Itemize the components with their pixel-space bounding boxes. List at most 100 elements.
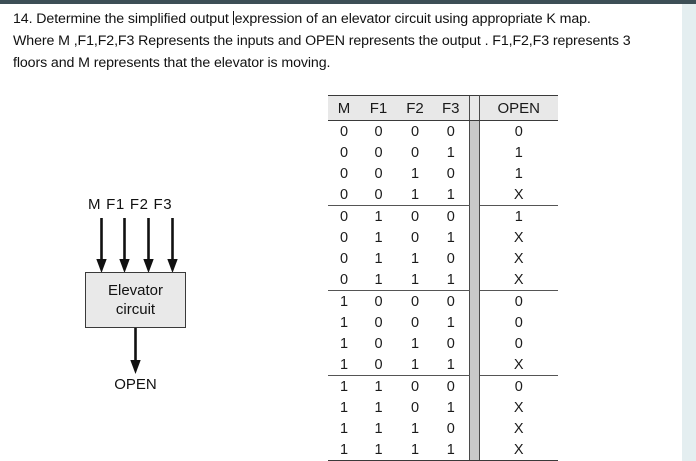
cell-divider: [468, 439, 480, 461]
cell-divider: [468, 120, 480, 142]
cell-f3: 0: [446, 293, 455, 310]
question-line-1-pre-caret: 14. Determine the simplified output: [13, 11, 233, 27]
cell-m: 0: [339, 250, 349, 267]
cell-f3: 0: [446, 378, 455, 395]
cell-divider: [468, 184, 480, 206]
cell-f3: 1: [433, 439, 469, 461]
col-header-f1: F1: [360, 95, 397, 121]
cell-f1: 0: [374, 144, 383, 161]
cell-divider: [468, 397, 480, 418]
cell-f3: 0: [446, 165, 455, 182]
cell-open: X: [513, 229, 524, 246]
output-arrow-open-icon: [130, 328, 141, 374]
cell-divider: [468, 418, 480, 439]
cell-m: 0: [339, 165, 349, 182]
cell-f3: 0: [446, 123, 455, 140]
page-sheet: [0, 4, 682, 461]
cell-open: 0: [514, 123, 523, 140]
cell-f1: 0: [374, 165, 383, 182]
cell-f3: 1: [433, 184, 469, 206]
cell-f2: 0: [410, 123, 420, 140]
question-line-2: Where M ,F1,F2,F3 Represents the inputs …: [13, 33, 631, 49]
input-label-f2: F2: [129, 196, 149, 213]
question-text: 14. Determine the simplified output expr…: [13, 8, 671, 74]
cell-f1: 1: [360, 269, 397, 291]
cell-f2: 1: [397, 184, 433, 206]
cell-divider: [468, 227, 480, 248]
cell-open: X: [513, 399, 524, 416]
right-margin-strip: [682, 4, 696, 461]
cell-open: 0: [514, 293, 523, 310]
cell-m: 0: [339, 208, 349, 225]
cell-divider: [468, 142, 480, 163]
top-chrome-bar: [0, 0, 696, 4]
cell-open: X: [513, 420, 524, 437]
cell-f1: 1: [374, 250, 383, 267]
diagram-output-label: OPEN: [114, 376, 157, 393]
cell-f2: 0: [410, 399, 420, 416]
cell-open: 0: [514, 314, 523, 331]
cell-f1: 0: [374, 314, 383, 331]
cell-open: 0: [514, 378, 523, 395]
cell-f1: 1: [360, 439, 397, 461]
input-label-f3: F3: [153, 196, 173, 213]
cell-f2: 0: [410, 144, 420, 161]
input-arrow-f1-icon: [119, 218, 130, 273]
cell-m: 0: [339, 123, 349, 140]
cell-f3: 0: [446, 420, 455, 437]
col-header-f3: F3: [433, 95, 469, 121]
cell-m: 1: [328, 439, 360, 461]
cell-f1: 0: [360, 354, 397, 376]
truth-table-header-row: M F1 F2 F3 OPEN: [328, 95, 558, 121]
cell-open: X: [479, 439, 558, 461]
cell-f2: 0: [410, 208, 420, 225]
cell-divider: [468, 163, 480, 184]
cell-f2: 0: [410, 229, 420, 246]
input-label-f1: F1: [106, 196, 125, 213]
cell-m: 1: [339, 420, 349, 437]
cell-divider: [468, 375, 480, 397]
cell-f2: 1: [397, 354, 433, 376]
input-arrow-f3-icon: [167, 218, 178, 273]
cell-m: 1: [339, 293, 349, 310]
question-line-1-post-caret: expression of an elevator circuit using …: [234, 11, 591, 27]
cell-f1: 0: [360, 184, 397, 206]
cell-m: 1: [339, 399, 349, 416]
cell-f2: 1: [410, 250, 420, 267]
cell-f1: 0: [374, 293, 383, 310]
input-label-m: M: [88, 196, 102, 213]
cell-f1: 1: [374, 208, 383, 225]
cell-f3: 1: [446, 144, 455, 161]
circuit-box-line-2: circuit: [115, 301, 156, 318]
cell-f2: 1: [410, 420, 420, 437]
col-header-f2: F2: [397, 95, 433, 121]
cell-f1: 1: [374, 378, 383, 395]
cell-open: 1: [514, 144, 523, 161]
cell-divider: [468, 205, 480, 227]
col-divider: [468, 95, 480, 121]
cell-f3: 0: [446, 335, 455, 352]
col-header-m: M: [328, 95, 360, 121]
col-header-open: OPEN: [479, 95, 558, 121]
cell-open: 0: [514, 335, 523, 352]
cell-f3: 1: [446, 229, 455, 246]
elevator-circuit-box: Elevator circuit: [85, 272, 186, 328]
cell-f2: 0: [410, 293, 420, 310]
cell-f2: 1: [410, 165, 420, 182]
cell-m: 1: [339, 335, 349, 352]
cell-m: 1: [339, 314, 349, 331]
